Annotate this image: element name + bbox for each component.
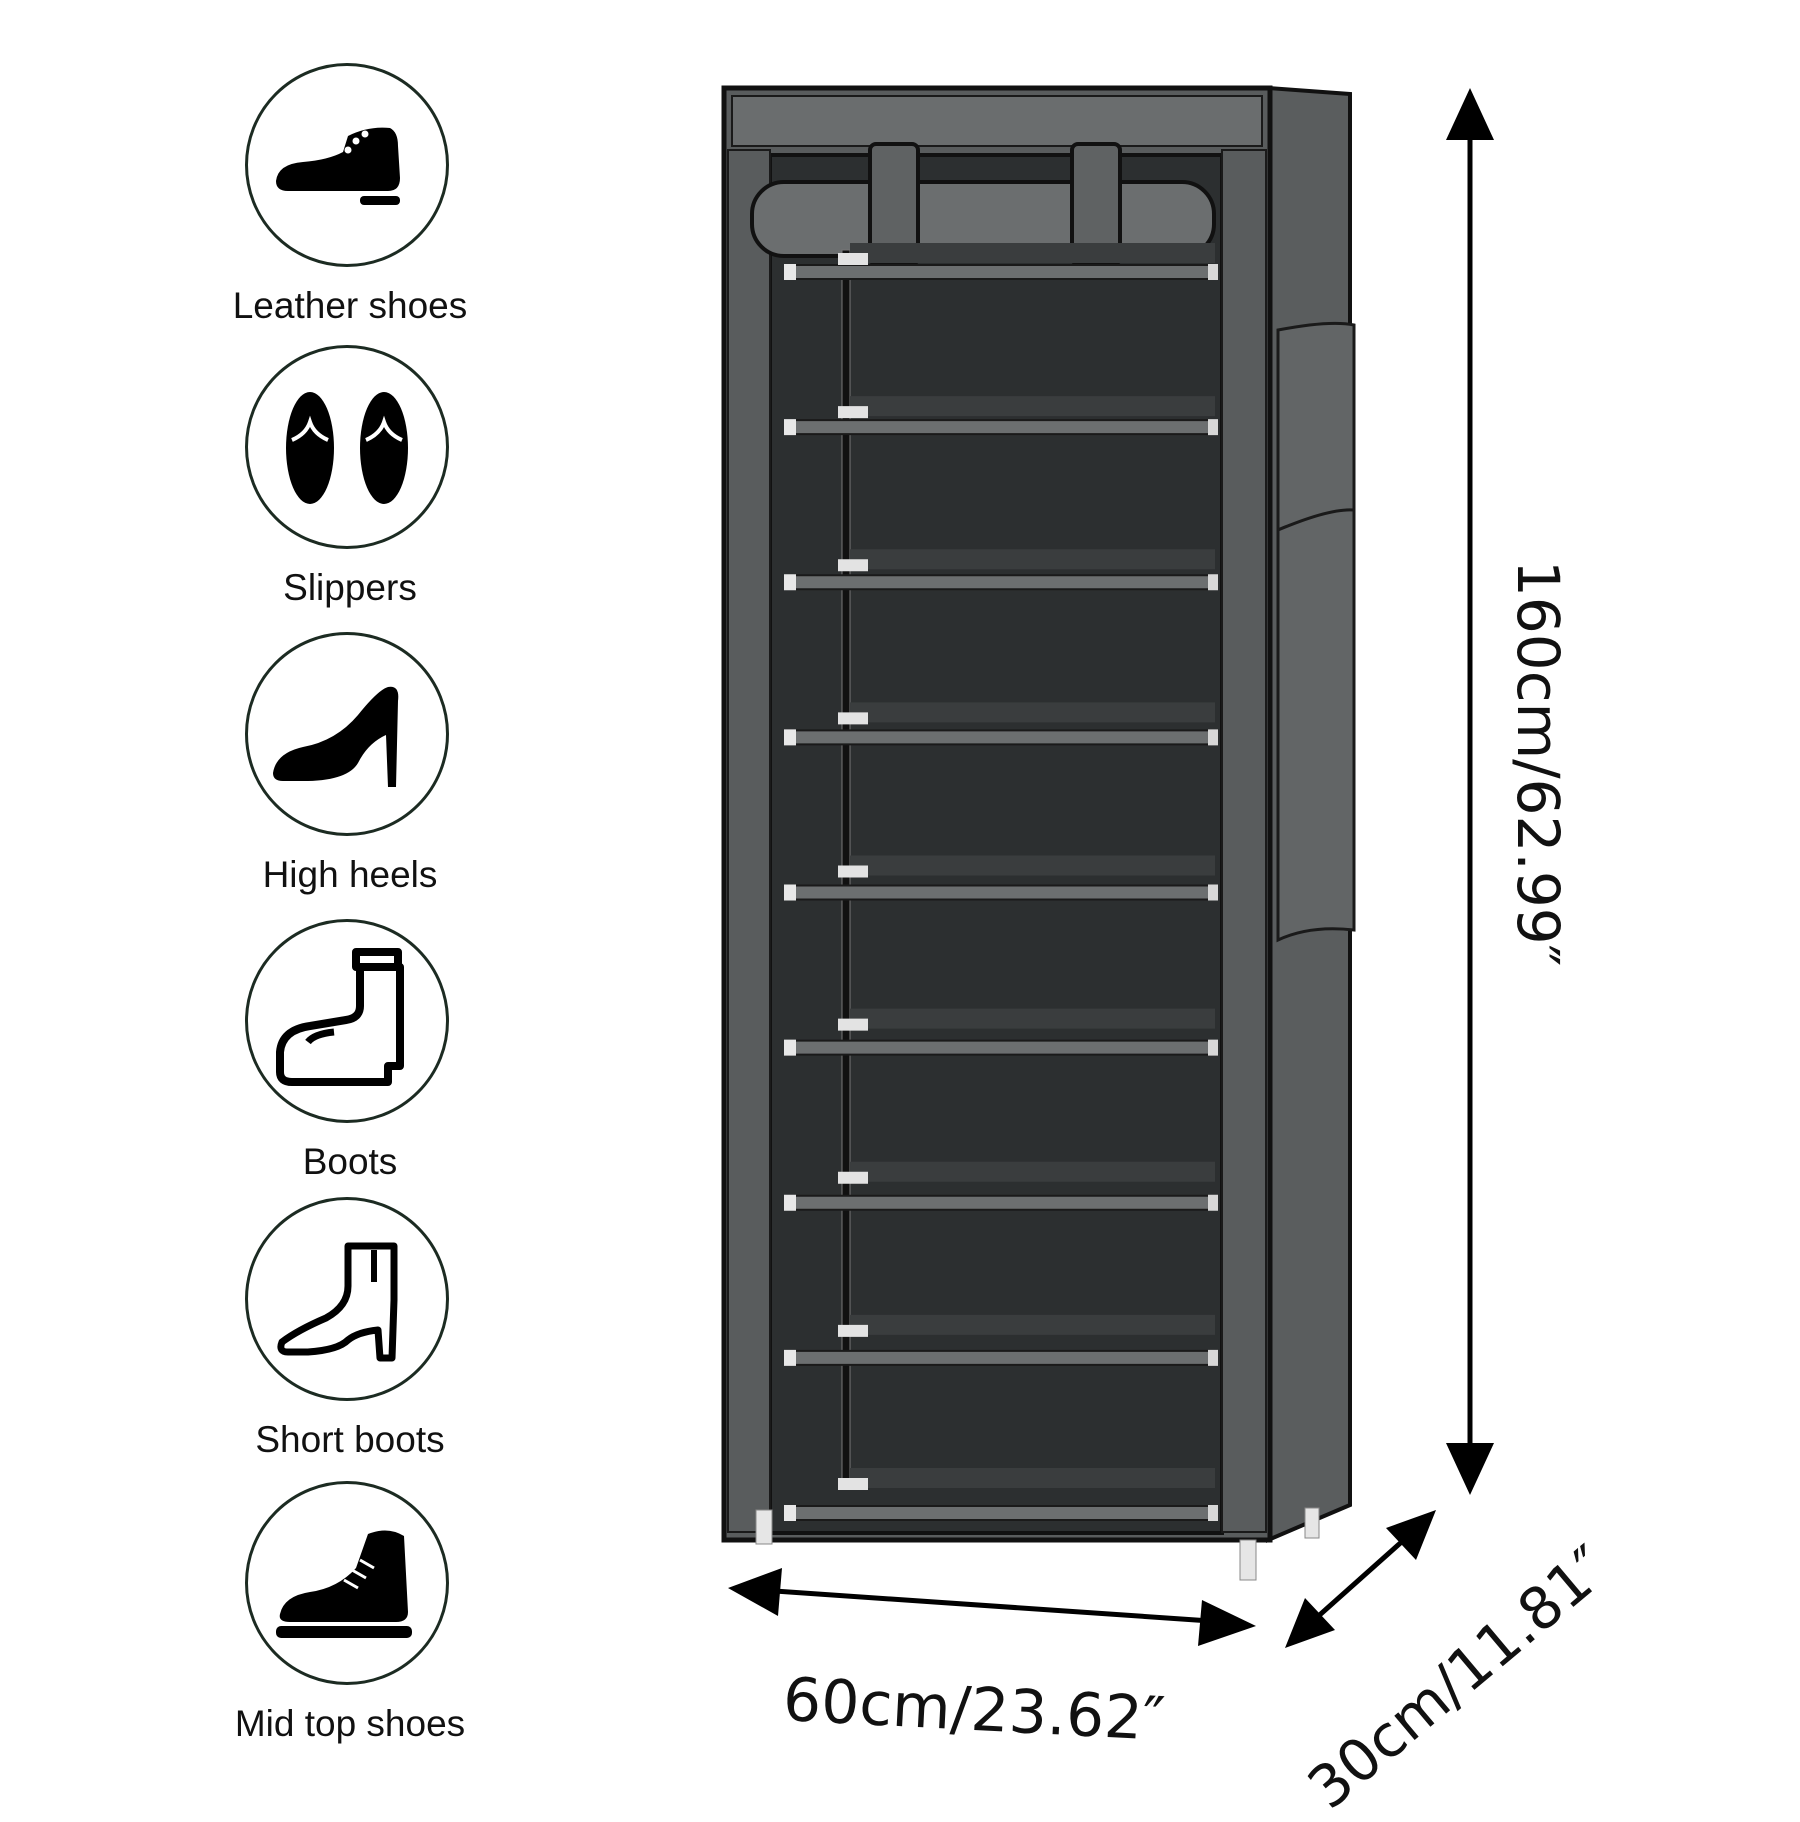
rack-tiers — [784, 243, 1218, 1521]
rack-foot — [755, 1509, 773, 1545]
rack-foot — [1304, 1507, 1320, 1539]
icon-circle — [245, 1197, 449, 1401]
height-dimension-label: 160cm/62.99″ — [1504, 560, 1572, 967]
mid-top-shoe-icon — [276, 1530, 412, 1638]
icon-circle — [245, 1481, 449, 1685]
depth-arrow — [1285, 1510, 1436, 1648]
boot-icon — [276, 948, 404, 1086]
shoe-type-label: Mid top shoes — [234, 1703, 466, 1744]
shoe-type-leather-shoes: Leather shoes — [200, 63, 500, 326]
rack-tier — [784, 702, 1218, 746]
rack-tier — [784, 549, 1218, 591]
shoe-type-label: Short boots — [255, 1419, 445, 1460]
rack-foot — [1239, 1539, 1257, 1581]
width-arrow — [728, 1568, 1256, 1646]
rack-tier — [784, 1468, 1218, 1521]
icon-circle — [245, 63, 449, 267]
short-boot-icon — [277, 1242, 398, 1362]
rack-tier — [784, 1008, 1218, 1056]
shoe-type-label: Boots — [302, 1141, 398, 1182]
rack-tier — [784, 1314, 1218, 1366]
rolled-cover — [750, 142, 1216, 266]
rack-tier — [784, 1161, 1218, 1211]
rack-tier — [784, 855, 1218, 901]
rack-tier — [784, 396, 1218, 436]
slippers-icon — [286, 392, 408, 504]
leather-shoe-icon — [276, 127, 400, 205]
icon-circle — [245, 345, 449, 549]
shoe-type-slippers: Slippers — [200, 345, 500, 608]
high-heel-icon — [273, 686, 399, 787]
shoe-type-label: High heels — [262, 854, 438, 895]
shoe-type-boots: Boots — [200, 919, 500, 1182]
shoe-type-short-boots: Short boots — [200, 1197, 500, 1460]
icon-circle — [245, 632, 449, 836]
shoe-type-label: Leather shoes — [232, 285, 468, 326]
shoe-type-mid-top-shoes: Mid top shoes — [200, 1481, 500, 1744]
rack-tier — [784, 243, 1218, 280]
side-pocket — [1276, 321, 1356, 533]
icon-circle — [245, 919, 449, 1123]
shoe-type-high-heels: High heels — [200, 632, 500, 895]
shoe-rack — [721, 85, 1356, 1581]
shoe-type-label: Slippers — [283, 567, 417, 608]
height-arrow — [1446, 88, 1494, 1495]
side-pocket — [1276, 508, 1356, 943]
